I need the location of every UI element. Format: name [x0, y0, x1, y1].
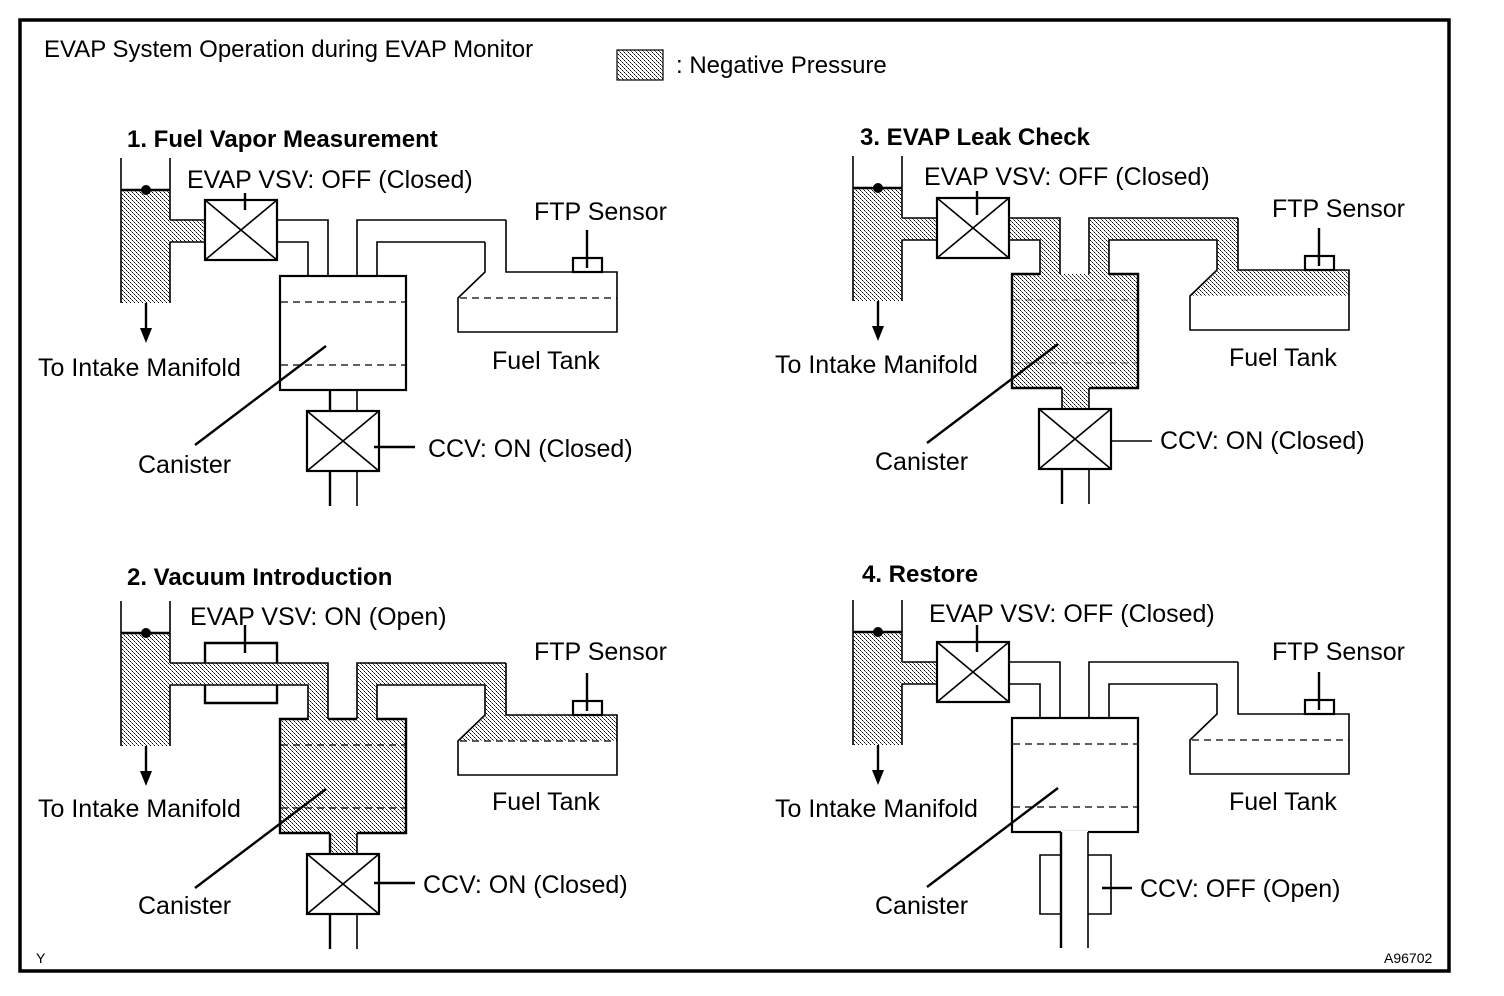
panel-1-fuel-vapor-measurement: 1. Fuel Vapor Measurement EVAP VSV: OFF … — [38, 126, 667, 506]
footer-code: Y — [36, 950, 46, 966]
ccv-open-valve — [1039, 854, 1112, 915]
vsv-label: EVAP VSV: OFF (Closed) — [929, 600, 1215, 628]
ccv-closed-valve — [305, 409, 381, 473]
figure-frame — [18, 18, 1451, 973]
figure-title: EVAP System Operation during EVAP Monito… — [44, 36, 533, 63]
ccv-label: CCV: ON (Closed) — [423, 871, 628, 899]
legend-label: : Negative Pressure — [676, 52, 887, 79]
panel-4-restore: 4. Restore EVAP VSV: OFF (Closed) FTP Se… — [775, 561, 1405, 948]
intake-manifold — [851, 154, 904, 343]
panel-2-vacuum-introduction: 2. Vacuum Introduction EVAP VSV: ON (Ope… — [38, 564, 667, 949]
vsv-closed-valve — [935, 640, 1011, 704]
intake-manifold-label: To Intake Manifold — [775, 351, 978, 379]
intake-manifold — [119, 156, 172, 345]
ccv-label: CCV: ON (Closed) — [1160, 427, 1365, 455]
canister-label: Canister — [138, 892, 231, 920]
canister — [1010, 716, 1140, 834]
panel-title: 1. Fuel Vapor Measurement — [127, 126, 438, 153]
canister-label: Canister — [875, 892, 968, 920]
fuel-tank-label: Fuel Tank — [492, 788, 600, 816]
panel-title: 4. Restore — [862, 561, 978, 588]
intake-manifold-label: To Intake Manifold — [775, 795, 978, 823]
negative-pressure-pipe — [170, 220, 205, 242]
ftp-sensor-label: FTP Sensor — [1272, 195, 1405, 223]
ccv-label: CCV: OFF (Open) — [1140, 875, 1341, 903]
vsv-open-valve — [203, 641, 279, 705]
fuel-tank-label: Fuel Tank — [1229, 344, 1337, 372]
negative-pressure-region — [1009, 218, 1349, 409]
fuel-tank — [456, 218, 619, 334]
panel-3-evap-leak-check: 3. EVAP Leak Check EVAP VSV: OFF (Closed… — [775, 124, 1405, 504]
vsv-closed-valve — [203, 198, 279, 262]
canister — [278, 274, 408, 392]
panel-title: 2. Vacuum Introduction — [127, 564, 392, 591]
figure-id: A96702 — [1384, 950, 1432, 966]
negative-pressure-region — [170, 663, 617, 854]
intake-manifold — [851, 598, 904, 787]
canister-label: Canister — [138, 451, 231, 479]
legend-swatch — [616, 49, 664, 81]
ftp-sensor-label: FTP Sensor — [534, 638, 667, 666]
canister-label: Canister — [875, 448, 968, 476]
ccv-label: CCV: ON (Closed) — [428, 435, 633, 463]
ccv-closed-valve — [305, 852, 381, 916]
vsv-label: EVAP VSV: OFF (Closed) — [924, 163, 1210, 191]
ftp-sensor-label: FTP Sensor — [1272, 638, 1405, 666]
fuel-tank-label: Fuel Tank — [492, 347, 600, 375]
intake-manifold-label: To Intake Manifold — [38, 795, 241, 823]
panel-title: 3. EVAP Leak Check — [860, 124, 1091, 151]
vsv-label: EVAP VSV: OFF (Closed) — [187, 166, 473, 194]
ccv-closed-valve — [1037, 407, 1113, 471]
canister-leader — [194, 345, 327, 446]
ftp-sensor-label: FTP Sensor — [534, 198, 667, 226]
vsv-closed-valve — [935, 196, 1011, 260]
fuel-tank-label: Fuel Tank — [1229, 788, 1337, 816]
vsv-label: EVAP VSV: ON (Open) — [190, 603, 447, 631]
fuel-tank — [1188, 660, 1351, 776]
intake-manifold-label: To Intake Manifold — [38, 354, 241, 382]
intake-manifold — [119, 599, 172, 788]
